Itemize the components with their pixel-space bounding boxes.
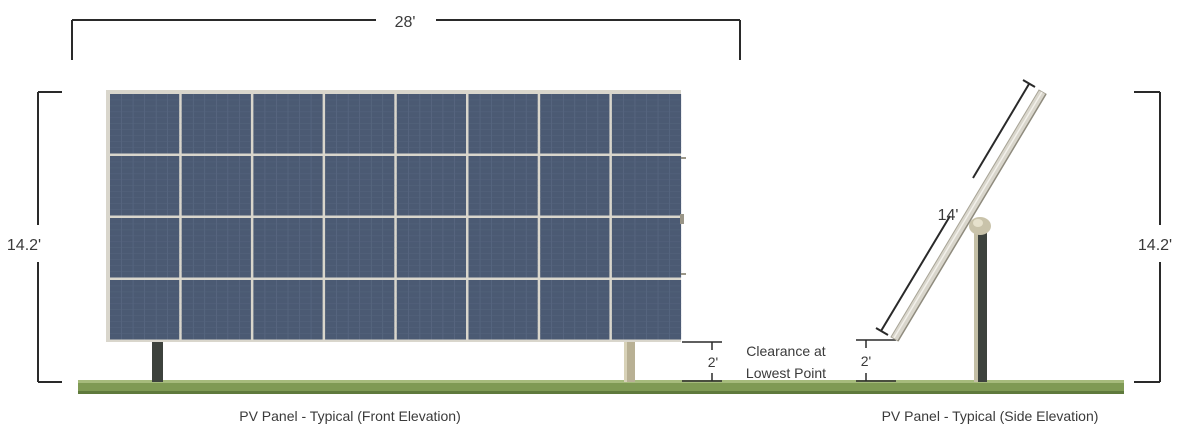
left-height-dimension [37, 91, 62, 383]
front-left-post [152, 340, 163, 382]
side-clearance-label: 2' [861, 353, 871, 369]
width-label: 28' [395, 14, 416, 31]
front-clearance-label: 2' [708, 354, 718, 370]
front-clearance-dimension [682, 341, 722, 382]
right-height-dimension [1134, 91, 1161, 383]
clearance-note-line2: Lowest Point [746, 365, 826, 381]
left-height-label: 14.2' [7, 237, 41, 254]
side-clearance-dimension [856, 339, 896, 382]
panel-modules [110, 94, 682, 340]
front-elevation-caption: PV Panel - Typical (Front Elevation) [239, 408, 461, 424]
front-panel-array [106, 90, 686, 342]
panel-length-label: 14' [938, 207, 959, 224]
side-elevation-caption: PV Panel - Typical (Side Elevation) [882, 408, 1099, 424]
clearance-note-line1: Clearance at [746, 343, 825, 359]
ground [78, 380, 1124, 394]
panel-length-dimension [875, 79, 1036, 336]
right-height-label: 14.2' [1138, 237, 1172, 254]
side-tilted-panel [890, 89, 1047, 342]
width-dimension [71, 19, 741, 60]
side-support-post [969, 217, 991, 382]
front-right-post [624, 340, 635, 382]
